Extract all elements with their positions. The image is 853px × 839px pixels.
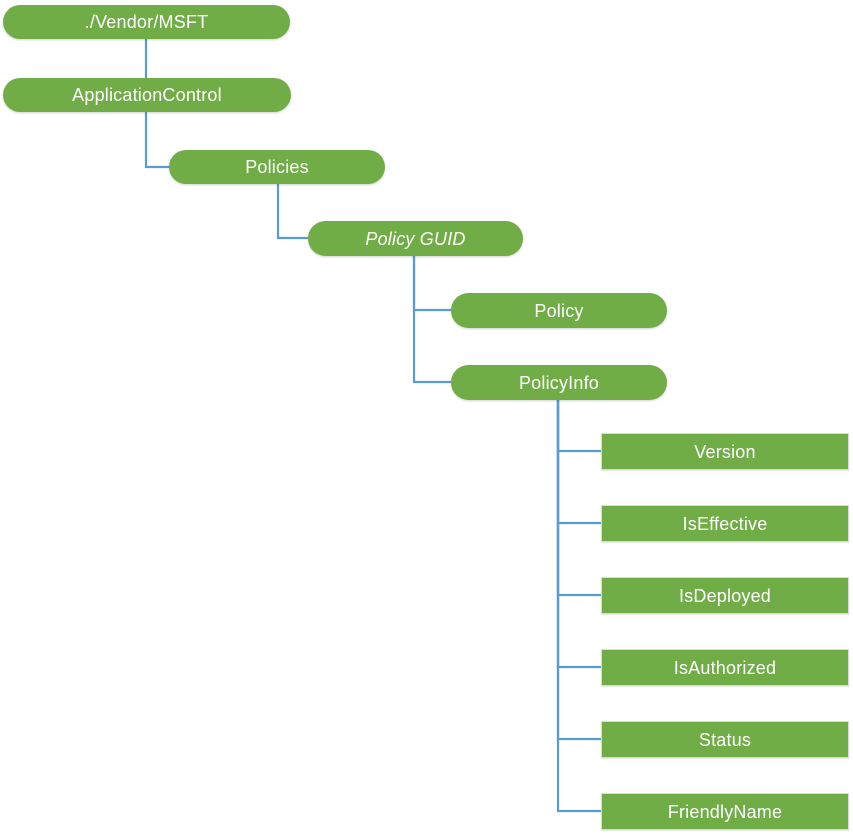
node-policy-info[interactable]: PolicyInfo (451, 365, 667, 400)
node-label-is-effective: IsEffective (682, 513, 768, 534)
connector-policy-info-to-is-deployed (556, 400, 601, 597)
node-label-application-control: ApplicationControl (72, 85, 222, 105)
node-label-policy-info: PolicyInfo (518, 372, 600, 393)
node-is-effective[interactable]: IsEffective (601, 505, 849, 542)
node-application-control[interactable]: ApplicationControl (3, 78, 291, 112)
node-label-friendly-name: FriendlyName (667, 801, 783, 822)
node-label-policy: Policy (534, 300, 584, 321)
node-label-vendor-msft: ./Vendor/MSFT (84, 12, 209, 32)
node-label-status: Status (698, 729, 752, 750)
connector-policy-info-to-is-authorized (556, 400, 601, 669)
connector-policy-info-to-version (556, 400, 601, 453)
connector-application-control-to-policies (144, 112, 169, 169)
node-policy-guid[interactable]: Policy GUID (308, 221, 523, 256)
node-status[interactable]: Status (601, 721, 849, 758)
node-is-authorized[interactable]: IsAuthorized (601, 649, 849, 686)
node-friendly-name[interactable]: FriendlyName (601, 793, 849, 830)
connector-policy-info-to-friendly-name (556, 400, 601, 813)
connector-policy-guid-to-policy (412, 256, 451, 312)
connector-policies-to-policy-guid (276, 184, 308, 240)
node-policy[interactable]: Policy (451, 293, 667, 328)
node-policies[interactable]: Policies (169, 150, 385, 184)
node-label-is-deployed: IsDeployed (678, 585, 772, 606)
node-label-version: Version (694, 441, 756, 462)
connector-policy-info-to-is-effective (556, 400, 601, 525)
node-label-policies: Policies (245, 157, 309, 177)
node-label-is-authorized: IsAuthorized (673, 657, 777, 678)
node-version[interactable]: Version (601, 433, 849, 470)
connector-policy-guid-to-policy-info (412, 256, 451, 384)
node-label-policy-guid: Policy GUID (365, 228, 466, 249)
node-vendor-msft[interactable]: ./Vendor/MSFT (3, 5, 290, 39)
node-is-deployed[interactable]: IsDeployed (601, 577, 849, 614)
